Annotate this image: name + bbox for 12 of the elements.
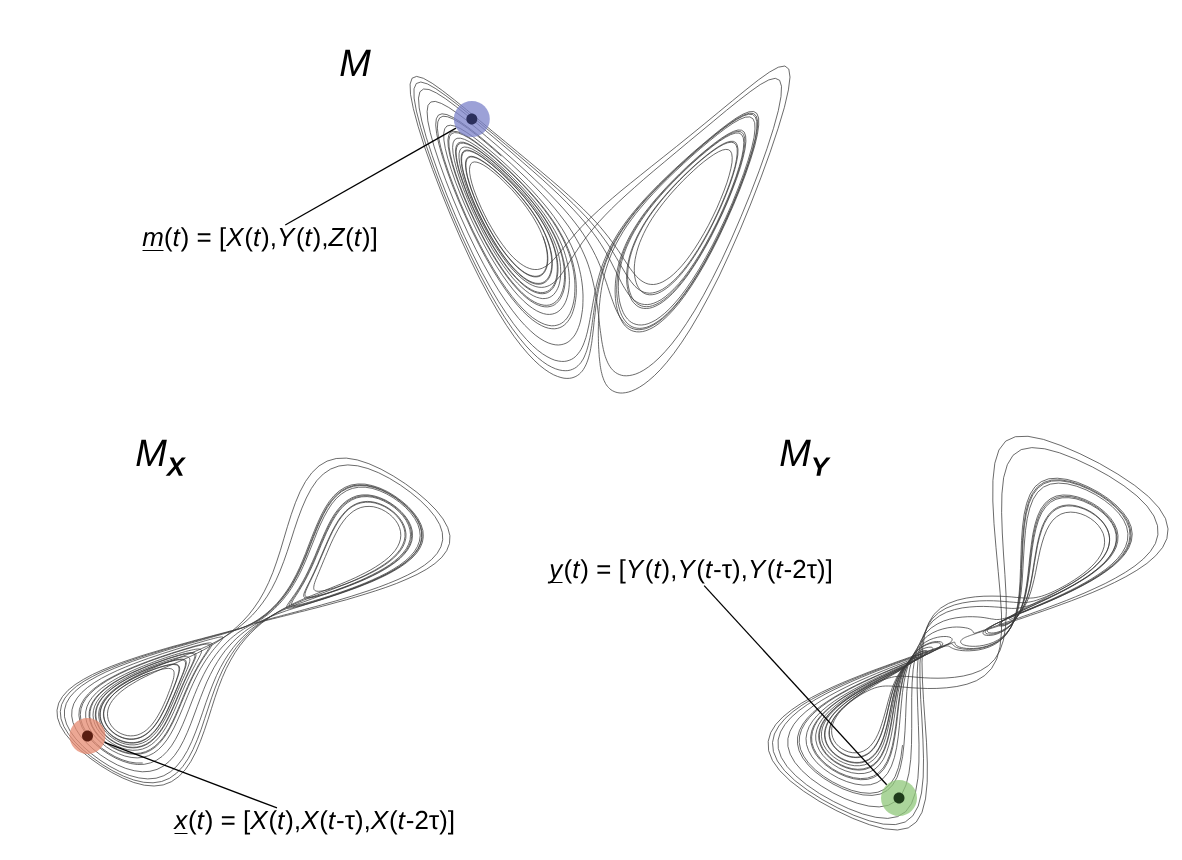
marker-dot	[453, 101, 490, 138]
equation: m(t) = [X(t),Y(t),Z(t)]	[142, 227, 376, 252]
marker-dot	[69, 717, 106, 754]
leader-line	[103, 741, 278, 809]
marker-dot	[881, 780, 917, 817]
leader-line	[703, 584, 888, 786]
panel-title: M	[340, 49, 371, 76]
equation: x(t) = [X(t),X(t-τ),X(t-2τ)]	[173, 810, 454, 835]
equation: y(t) = [Y(t),Y(t-τ),Y(t-2τ)]	[547, 559, 831, 584]
leader-line	[284, 127, 457, 226]
panel-title: M$_{Y}$	[780, 439, 831, 476]
panel-title: M$_{X}$	[136, 439, 186, 476]
